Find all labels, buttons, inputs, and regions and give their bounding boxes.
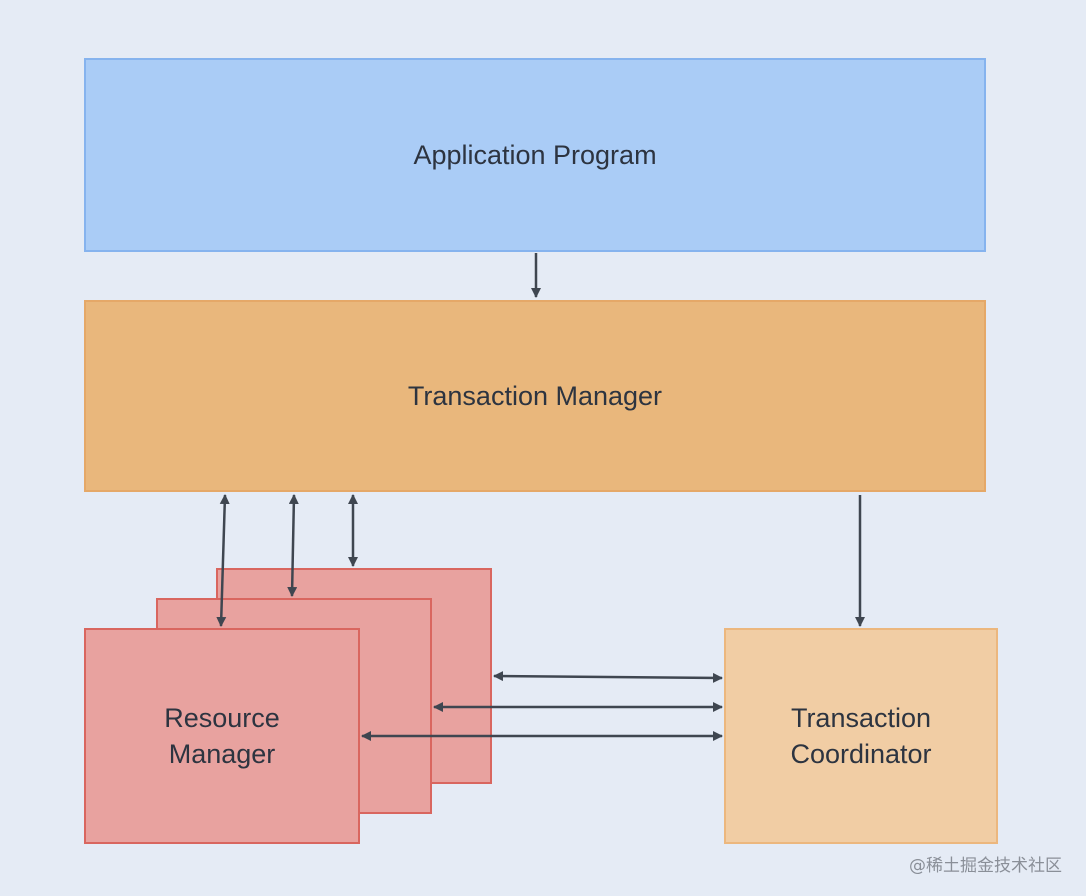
tm-rm2-arrow — [287, 494, 299, 597]
resource-manager-label-line1: Resource — [164, 703, 280, 733]
tm-rm1-arrow — [216, 494, 230, 627]
transaction-coordinator-label-line2: Coordinator — [790, 739, 932, 769]
resource-manager-node: Resource Manager — [84, 628, 360, 844]
resource-manager-label-line2: Manager — [168, 739, 276, 769]
transaction-manager-label: Transaction Manager — [407, 380, 663, 411]
rm3-tc-arrow — [493, 671, 723, 683]
application-program-label: Application Program — [413, 139, 657, 170]
transaction-manager-node: Transaction Manager — [84, 300, 986, 492]
watermark: @稀土掘金技术社区 — [909, 856, 1062, 876]
transaction-coordinator-node: Transaction Coordinator — [724, 628, 998, 844]
application-program-node: Application Program — [84, 58, 986, 252]
transaction-coordinator-label-line1: Transaction — [790, 703, 932, 733]
